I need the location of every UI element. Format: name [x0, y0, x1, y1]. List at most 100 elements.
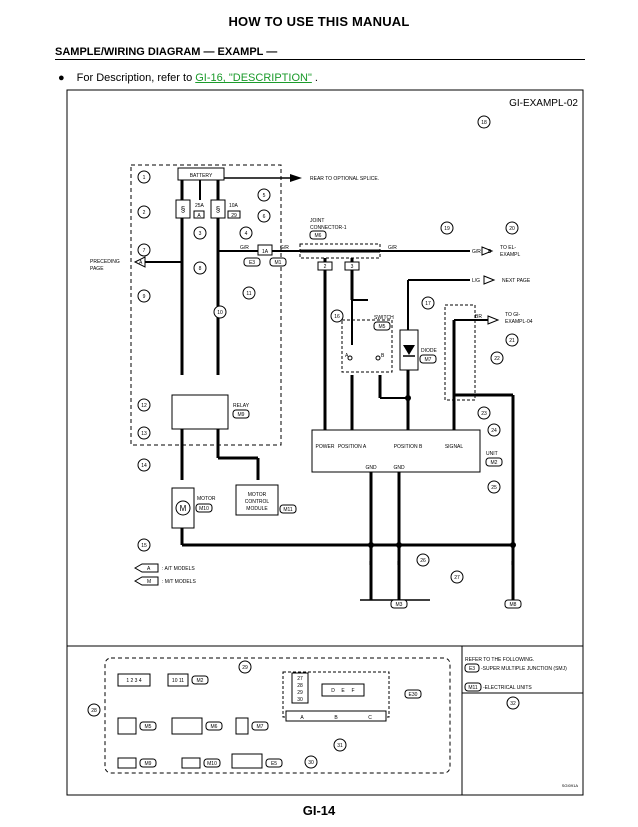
callout-label-26: 26 [420, 558, 426, 564]
svg-text:M9: M9 [238, 412, 245, 418]
svg-text:M10: M10 [207, 761, 217, 767]
callout-label-12: 12 [141, 403, 147, 409]
svg-text:G/R: G/R [280, 245, 289, 251]
svg-text:PAGE: PAGE [90, 266, 104, 272]
callout-9 [137, 289, 151, 303]
callout-23 [477, 406, 491, 420]
callout-32 [506, 696, 520, 710]
svg-text:10A: 10A [229, 203, 239, 209]
callout-label-32: 32 [510, 701, 516, 707]
callout-label-4: 4 [245, 231, 248, 237]
callout-18 [477, 115, 491, 129]
svg-text:CONNECTOR-1: CONNECTOR-1 [310, 225, 347, 231]
callout-27 [450, 570, 464, 584]
svg-text:§: § [216, 205, 220, 214]
svg-text:1 2 3 4: 1 2 3 4 [126, 678, 142, 684]
svg-text:D: D [331, 688, 335, 694]
callout-3 [193, 226, 207, 240]
svg-text:GND: GND [365, 465, 377, 471]
callout-24 [487, 423, 501, 437]
svg-text:25A: 25A [195, 203, 205, 209]
svg-text:-ELECTRICAL UNITS: -ELECTRICAL UNITS [483, 685, 532, 691]
svg-text:E3: E3 [249, 260, 255, 266]
callout-label-16: 16 [334, 314, 340, 320]
svg-text:10 11: 10 11 [172, 678, 184, 684]
diode-icon [403, 345, 415, 355]
svg-text:A: A [345, 353, 349, 359]
svg-text:M5: M5 [379, 324, 386, 330]
svg-text:NEXT PAGE: NEXT PAGE [502, 278, 531, 284]
svg-text:M9: M9 [145, 761, 152, 767]
callout-label-5: 5 [263, 193, 266, 199]
callout-label-17: 17 [425, 301, 431, 307]
svg-text:POSITION A: POSITION A [338, 444, 367, 450]
svg-text:2: 2 [324, 264, 327, 270]
callout-label-18: 18 [481, 120, 487, 126]
callout-label-20: 20 [509, 226, 515, 232]
svg-text:M11: M11 [283, 507, 293, 513]
svg-text:C: C [368, 715, 372, 721]
svg-text:: A/T MODELS: : A/T MODELS [162, 566, 195, 572]
svg-text:29: 29 [297, 690, 303, 696]
callout-label-6: 6 [263, 214, 266, 220]
svg-text:B: B [397, 561, 401, 567]
description-link[interactable]: GI-16, "DESCRIPTION" [195, 72, 312, 84]
callout-8 [193, 261, 207, 275]
callout-29 [238, 660, 252, 674]
callout-label-9: 9 [143, 294, 146, 300]
callout-label-29: 29 [242, 665, 248, 671]
svg-text:B: B [488, 249, 492, 255]
svg-text:M6: M6 [315, 233, 322, 239]
svg-text:A: A [300, 715, 304, 721]
callout-6 [257, 209, 271, 223]
callout-label-11: 11 [246, 291, 251, 297]
svg-text:CONTROL: CONTROL [245, 499, 270, 505]
svg-text:TO GI-: TO GI- [505, 312, 521, 318]
svg-text:M2: M2 [491, 460, 498, 466]
callout-16 [330, 309, 344, 323]
svg-text:SGI091A: SGI091A [562, 783, 579, 788]
switch [341, 319, 393, 373]
callout-label-2: 2 [143, 210, 146, 216]
callout-4 [239, 226, 253, 240]
callout-label-25: 25 [491, 485, 497, 491]
svg-text:M: M [147, 579, 151, 585]
callout-21 [505, 333, 519, 347]
svg-text:M1: M1 [275, 260, 282, 266]
svg-text:1A: 1A [262, 249, 269, 255]
callout-label-8: 8 [199, 266, 202, 272]
callout-14 [137, 458, 151, 472]
svg-text:GND: GND [393, 465, 405, 471]
svg-text:M10: M10 [199, 506, 209, 512]
svg-text:UNIT: UNIT [486, 451, 498, 457]
diagram-frame [66, 89, 584, 796]
callout-label-15: 15 [141, 543, 147, 549]
callout-12 [137, 398, 151, 412]
svg-text:F: F [351, 688, 354, 694]
callout-25 [487, 480, 501, 494]
svg-text:-SUPER MULTIPLE JUNCTION (SMJ): -SUPER MULTIPLE JUNCTION (SMJ) [481, 666, 567, 672]
svg-text:E5: E5 [271, 761, 277, 767]
bullet-end: . [311, 72, 318, 84]
callout-10 [213, 305, 227, 319]
svg-text:G/R: G/R [472, 249, 481, 255]
svg-text:B: B [369, 561, 373, 567]
svg-text:27: 27 [297, 676, 303, 682]
callout-17 [421, 296, 435, 310]
callout-label-13: 13 [141, 431, 147, 437]
svg-text:B: B [381, 353, 385, 359]
svg-text:DIODE: DIODE [421, 348, 438, 354]
svg-text:RELAY: RELAY [233, 403, 250, 409]
svg-text:28: 28 [297, 683, 303, 689]
bullet-text: For Description, refer to [76, 72, 196, 84]
svg-text:A: A [139, 260, 143, 266]
callout-label-22: 22 [494, 356, 500, 362]
callout-1 [137, 170, 151, 184]
svg-text:EXAMPL-04: EXAMPL-04 [505, 319, 533, 325]
svg-text:B: B [511, 561, 515, 567]
svg-text:PRECEDING: PRECEDING [90, 259, 120, 265]
svg-text:EXAMPL: EXAMPL [500, 252, 521, 258]
title-rule [55, 59, 585, 60]
battery-label: BATTERY [190, 173, 213, 179]
